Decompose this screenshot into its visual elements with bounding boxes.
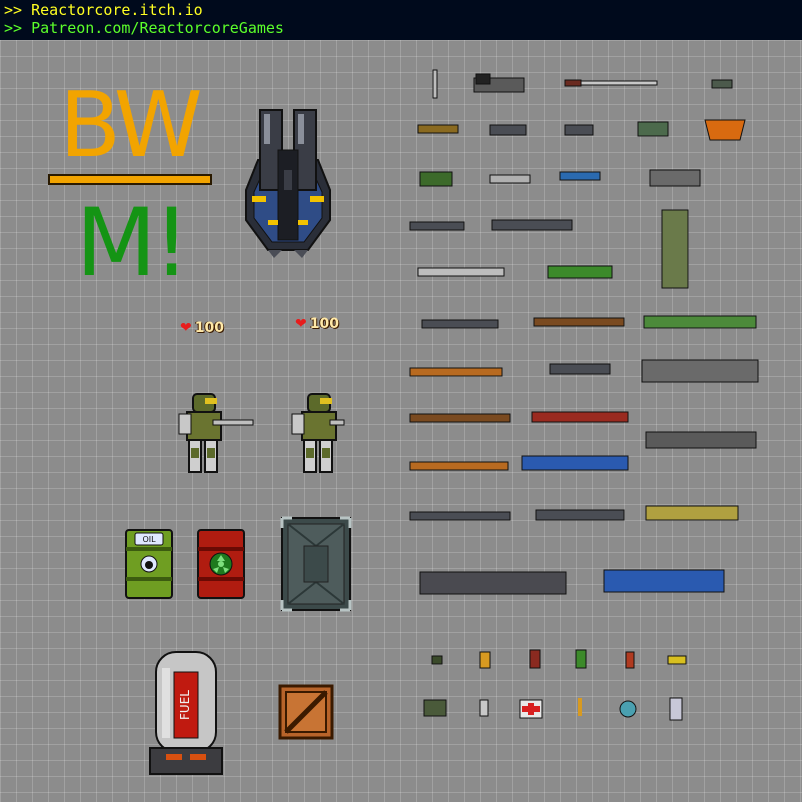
health-value: 100 xyxy=(309,316,339,332)
wooden-crate-sprite xyxy=(278,684,334,740)
itch-link[interactable]: >> Reactorcore.itch.io xyxy=(4,1,203,19)
patreon-link[interactable]: >> Patreon.com/ReactorcoreGames xyxy=(4,19,284,37)
weapon-sprite-sheet xyxy=(409,69,759,669)
barrel-label-oil: OIL xyxy=(142,535,156,544)
toxic-barrel-sprite xyxy=(197,529,245,599)
fuel-tank-sprite: FUEL xyxy=(149,651,223,775)
heart-icon: ❤ xyxy=(180,320,192,336)
logo-bw-text: BW xyxy=(59,73,203,178)
oil-barrel-sprite: OIL xyxy=(125,529,173,599)
health-value: 100 xyxy=(194,320,224,336)
metal-crate-sprite xyxy=(280,516,352,612)
logo-m-text: M! xyxy=(75,189,191,298)
heart-icon: ❤ xyxy=(295,316,307,332)
soldier-sprite-aiming xyxy=(178,393,254,473)
jetpack-sprite xyxy=(245,109,331,258)
health-display-2: ❤100 xyxy=(295,316,339,332)
health-display-1: ❤100 xyxy=(180,320,224,336)
item-sprites-row xyxy=(423,697,683,721)
soldier-sprite-idle xyxy=(291,393,345,473)
fuel-label: FUEL xyxy=(178,690,192,720)
header-bar: >> Reactorcore.itch.io >> Patreon.com/Re… xyxy=(0,0,802,40)
logo-underline xyxy=(48,174,212,185)
